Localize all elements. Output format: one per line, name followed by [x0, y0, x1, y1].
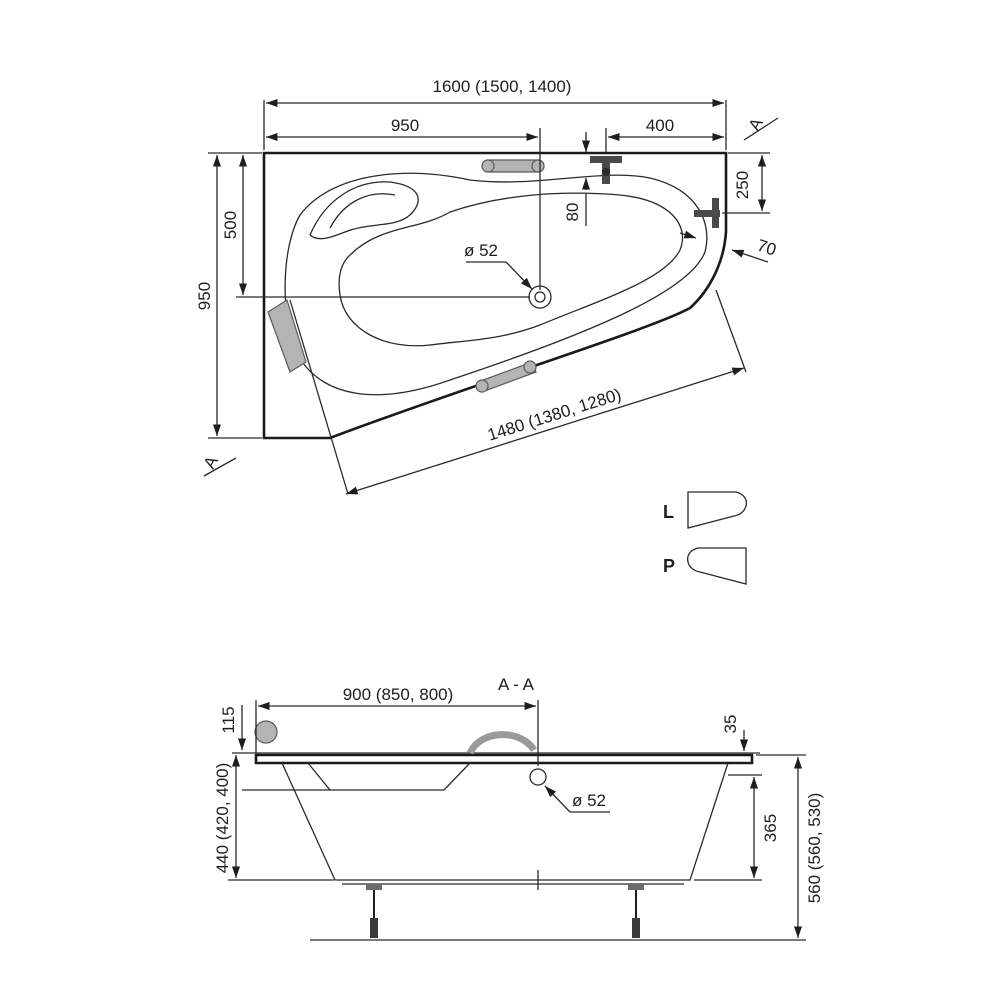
- dim-tap-offset: 400: [646, 116, 674, 135]
- section-mark-bottom: A: [200, 452, 222, 472]
- dim-inner-gap: 80: [563, 203, 582, 222]
- variant-right-label: P: [663, 556, 675, 576]
- drain-diameter-side: ø 52: [572, 791, 606, 810]
- dim-height: 950: [195, 282, 214, 310]
- dim-diagonal-length: 1480 (1380, 1280): [485, 385, 623, 445]
- section-title: A - A: [498, 675, 535, 694]
- dim-total-height: 560 (560, 530): [805, 793, 824, 904]
- variant-icons: L P: [663, 491, 747, 585]
- dim-drain-offset: 950: [391, 116, 419, 135]
- faucet-top: [590, 156, 622, 184]
- top-view: 1600 (1500, 1400) 950 400 A 950 500 250 …: [195, 77, 779, 495]
- dim-rim-right: 35: [721, 715, 740, 734]
- variant-right-shape: [687, 547, 747, 585]
- basin-outer-contour: [284, 172, 708, 396]
- backrest-contour: [309, 181, 419, 240]
- variant-left-label: L: [663, 502, 674, 522]
- handle-side: [466, 731, 537, 755]
- dim-corner-gap: 70: [755, 236, 779, 260]
- headrest: [267, 299, 307, 373]
- dim-rim-left: 115: [219, 706, 238, 733]
- rim: [254, 753, 754, 765]
- backrest-inner: [329, 193, 396, 229]
- section-view: A - A ø 52 900 (850, 800) 115 35: [213, 675, 824, 941]
- section-mark-top: A: [745, 114, 767, 134]
- foot-right: [628, 884, 644, 938]
- shell-outline: [281, 762, 729, 881]
- dim-section-drain-offset: 900 (850, 800): [343, 685, 454, 704]
- dim-drain-depth: 500: [221, 211, 240, 239]
- dim-tap-depth-right: 250: [733, 171, 752, 199]
- handle-top: [481, 159, 545, 173]
- dim-inner-depth: 440 (420, 400): [213, 763, 232, 874]
- seat-line: [307, 762, 471, 791]
- handle-bottom: [475, 360, 537, 393]
- faucet-side: [694, 198, 720, 228]
- drain-diameter-top: ø 52: [464, 241, 498, 260]
- foot-left: [366, 884, 382, 938]
- headrest-side: [254, 720, 278, 744]
- dim-overall-width: 1600 (1500, 1400): [433, 77, 572, 96]
- variant-left-shape: [687, 491, 747, 529]
- dim-outer-depth-right: 365: [761, 814, 780, 842]
- basin-inner-contour: [338, 192, 684, 347]
- drain-side: [529, 768, 547, 786]
